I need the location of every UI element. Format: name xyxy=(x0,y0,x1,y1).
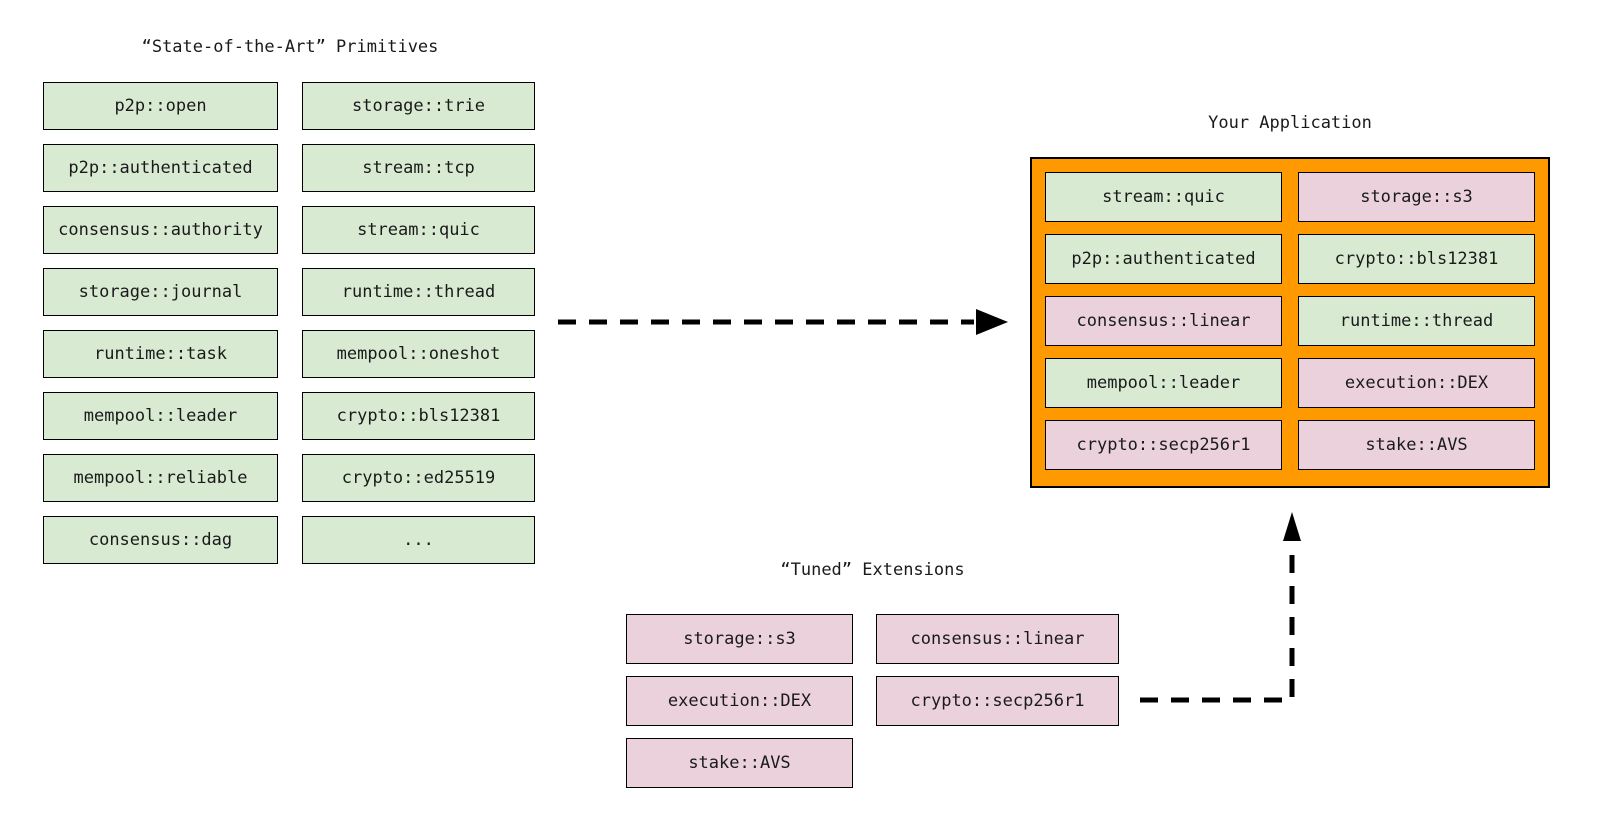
primitive-box: crypto::bls12381 xyxy=(302,392,535,440)
extensions-section-title: “Tuned” Extensions xyxy=(780,560,965,580)
extension-box: stake::AVS xyxy=(626,738,853,788)
primitive-box: p2p::open xyxy=(43,82,278,130)
primitive-box: storage::trie xyxy=(302,82,535,130)
extension-box: storage::s3 xyxy=(626,614,853,664)
flow-arrow-extensions-to-application xyxy=(1140,512,1301,703)
primitive-box: runtime::task xyxy=(43,330,278,378)
primitive-box: crypto::ed25519 xyxy=(302,454,535,502)
app-dependency-box: consensus::linear xyxy=(1045,296,1282,346)
flow-arrow-primitives-to-application xyxy=(558,309,1008,335)
extension-box: crypto::secp256r1 xyxy=(876,676,1119,726)
app-dependency-box: stream::quic xyxy=(1045,172,1282,222)
primitive-box: stream::quic xyxy=(302,206,535,254)
app-dependency-box: p2p::authenticated xyxy=(1045,234,1282,284)
primitive-box: mempool::leader xyxy=(43,392,278,440)
app-dependency-box: mempool::leader xyxy=(1045,358,1282,408)
primitive-box: storage::journal xyxy=(43,268,278,316)
application-section-title: Your Application xyxy=(1208,113,1372,133)
application-container: stream::quic storage::s3 p2p::authentica… xyxy=(1030,157,1550,488)
app-dependency-box: runtime::thread xyxy=(1298,296,1535,346)
app-dependency-box: crypto::bls12381 xyxy=(1298,234,1535,284)
primitive-box: p2p::authenticated xyxy=(43,144,278,192)
primitive-box: mempool::oneshot xyxy=(302,330,535,378)
extension-box: consensus::linear xyxy=(876,614,1119,664)
extension-box: execution::DEX xyxy=(626,676,853,726)
primitive-ellipsis-box: ... xyxy=(302,516,535,564)
primitive-box: stream::tcp xyxy=(302,144,535,192)
primitive-box: runtime::thread xyxy=(302,268,535,316)
app-dependency-box: crypto::secp256r1 xyxy=(1045,420,1282,470)
primitives-section-title: “State-of-the-Art” Primitives xyxy=(141,37,439,57)
primitive-box: consensus::dag xyxy=(43,516,278,564)
primitive-box: consensus::authority xyxy=(43,206,278,254)
primitive-box: mempool::reliable xyxy=(43,454,278,502)
app-dependency-box: stake::AVS xyxy=(1298,420,1535,470)
app-dependency-box: execution::DEX xyxy=(1298,358,1535,408)
app-dependency-box: storage::s3 xyxy=(1298,172,1535,222)
